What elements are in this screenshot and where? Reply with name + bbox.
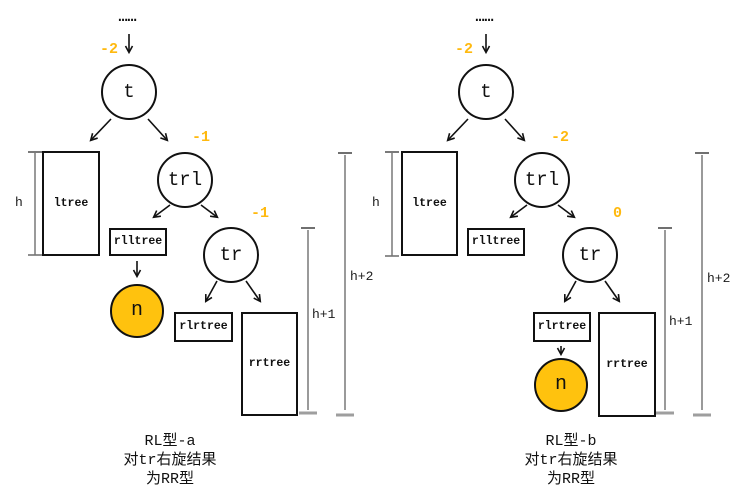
caption-b-line2: 对tr右旋结果	[524, 452, 618, 469]
tree-node-n-b: n	[534, 358, 588, 412]
tree-node-trl-b: trl	[514, 152, 570, 208]
tree-node-t-b: t	[458, 64, 514, 120]
ancestor-dots-a: ……	[118, 9, 137, 26]
ancestor-dots-b: ……	[475, 9, 494, 26]
balance-factor-trl-a: -1	[192, 129, 211, 146]
node-label-tr-b: tr	[578, 243, 602, 266]
balance-factor-root-b: -2	[455, 41, 474, 58]
subtree-label-rlrtree-a: rlrtree	[179, 320, 228, 334]
height-label-h-b: h	[372, 195, 380, 210]
tree-node-trl-a: trl	[157, 152, 213, 208]
tree-edges-b	[446, 34, 621, 357]
subtree-box-rlrtree-a: rlrtree	[174, 312, 233, 342]
node-label-trl-a: trl	[167, 168, 203, 191]
subtree-label-rlltree-b: rlltree	[471, 235, 521, 249]
node-label-n-a: n	[130, 299, 143, 322]
node-label-t-a: t	[123, 80, 135, 103]
height-label-h2-b: h+2	[707, 271, 731, 286]
subtree-box-rlltree-a: rlltree	[109, 228, 167, 256]
balance-factor-trl-b: -2	[551, 129, 570, 146]
subtree-box-rrtree-b: rrtree	[598, 312, 656, 417]
subtree-label-ltree-b: ltree	[412, 196, 447, 210]
caption-b-line3: 为RR型	[546, 471, 595, 488]
tree-node-n-a: n	[110, 284, 164, 338]
caption-b: RL型-b 对tr右旋结果 为RR型	[501, 432, 641, 489]
node-label-tr-a: tr	[219, 243, 243, 266]
caption-a-line1: RL型-a	[144, 433, 196, 450]
tree-node-t-a: t	[101, 64, 157, 120]
subtree-box-rlrtree-b: rlrtree	[533, 312, 591, 342]
subtree-label-ltree-a: ltree	[53, 196, 89, 210]
subtree-box-rrtree-a: rrtree	[241, 312, 298, 416]
height-label-h-a: h	[15, 195, 23, 210]
measure-lines-a	[28, 151, 354, 417]
subtree-label-rrtree-b: rrtree	[606, 357, 648, 371]
node-label-t-b: t	[480, 80, 492, 103]
subtree-box-rlltree-b: rlltree	[467, 228, 525, 256]
height-label-h2-a: h+2	[350, 269, 374, 284]
tree-node-tr-b: tr	[562, 227, 618, 283]
height-label-h1-b: h+1	[669, 314, 693, 329]
height-label-h1-a: h+1	[312, 307, 336, 322]
node-label-n-b: n	[554, 373, 567, 396]
caption-a: RL型-a 对tr右旋结果 为RR型	[100, 432, 240, 489]
balance-factor-root-a: -2	[100, 41, 119, 58]
subtree-label-rrtree-a: rrtree	[248, 357, 291, 371]
balance-factor-tr-a: -1	[251, 205, 270, 222]
subtree-label-rlltree-a: rlltree	[113, 235, 163, 249]
caption-a-line2: 对tr右旋结果	[123, 452, 217, 469]
caption-a-line3: 为RR型	[145, 471, 194, 488]
measure-lines-b	[385, 151, 711, 417]
subtree-box-ltree-a: ltree	[42, 151, 100, 256]
node-label-trl-b: trl	[524, 168, 560, 191]
balance-factor-tr-b: 0	[613, 205, 623, 222]
subtree-label-rlrtree-b: rlrtree	[537, 320, 587, 334]
subtree-box-ltree-b: ltree	[401, 151, 458, 256]
caption-b-line1: RL型-b	[545, 433, 597, 450]
tree-node-tr-a: tr	[203, 227, 259, 283]
tree-edges-a	[89, 34, 262, 303]
